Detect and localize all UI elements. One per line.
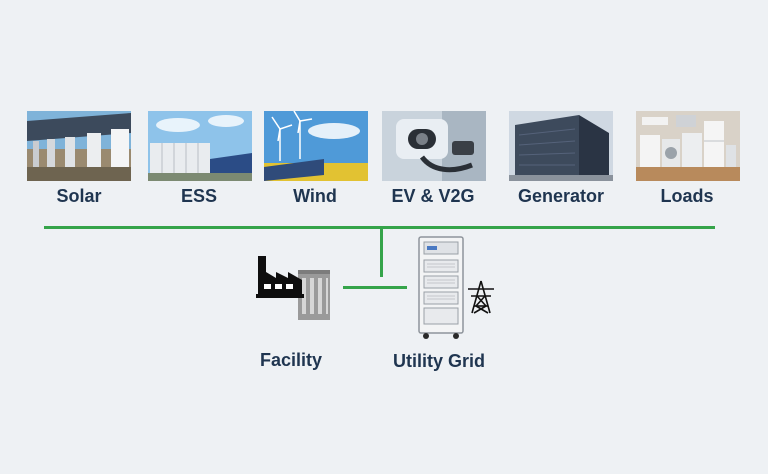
- factory-icon: [254, 250, 334, 322]
- power-cabinet-icon: [418, 236, 464, 340]
- transmission-tower-icon: [466, 280, 496, 314]
- facility-label: Facility: [260, 350, 322, 371]
- generator-image: [509, 111, 613, 181]
- loads-image: [636, 111, 740, 181]
- loads-label: Loads: [627, 186, 747, 207]
- solar-label: Solar: [19, 186, 139, 207]
- ev-label: EV & V2G: [373, 186, 493, 207]
- solar-image: [27, 111, 131, 181]
- wind-label: Wind: [255, 186, 375, 207]
- wind-image: [264, 111, 368, 181]
- facility-connection-line: [343, 286, 407, 289]
- ess-image: [148, 111, 252, 181]
- ev-image: [382, 111, 486, 181]
- utility-grid-label: Utility Grid: [393, 351, 485, 372]
- generator-label: Generator: [501, 186, 621, 207]
- grid-drop-line: [380, 226, 383, 277]
- ess-label: ESS: [139, 186, 259, 207]
